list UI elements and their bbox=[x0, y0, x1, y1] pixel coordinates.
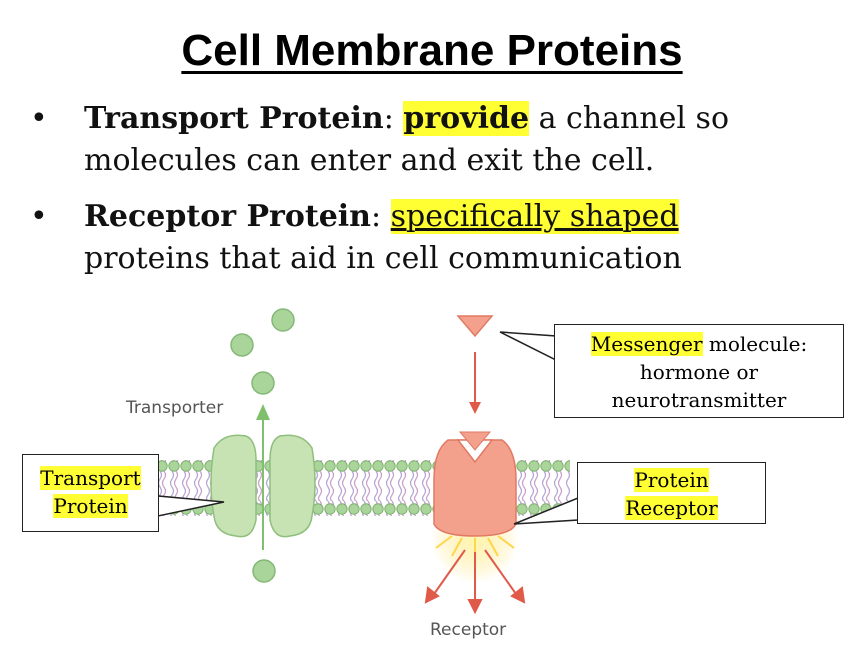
molecule bbox=[271, 308, 295, 332]
highlight-provide: provide bbox=[403, 101, 530, 136]
term-separator: : bbox=[371, 199, 382, 234]
bullet-text-line2: molecules can enter and exit the cell. bbox=[84, 143, 655, 178]
highlight-specifically-shaped: specifically shaped bbox=[390, 199, 679, 234]
molecule bbox=[251, 371, 275, 395]
highlight-messenger: Messenger bbox=[590, 332, 703, 356]
receptor-protein bbox=[424, 431, 526, 615]
term-receptor-protein: Receptor Protein bbox=[84, 199, 371, 234]
term-separator: : bbox=[383, 101, 394, 136]
bullet-dot: • bbox=[30, 199, 48, 234]
callout-text-highlight: Protein bbox=[634, 468, 709, 492]
green-molecules bbox=[230, 308, 295, 583]
bullet-transport-protein: • Transport Protein: provide a channel s… bbox=[0, 98, 864, 182]
callout-text-highlight: Transport bbox=[40, 466, 141, 490]
bullet-dot: • bbox=[30, 101, 48, 136]
bullet-receptor-protein: • Receptor Protein: specifically shaped … bbox=[0, 196, 864, 280]
label-transporter: Transporter bbox=[126, 398, 224, 418]
callout-text: neurotransmitter bbox=[611, 388, 787, 412]
callout-protein-receptor: Protein Receptor bbox=[577, 462, 766, 524]
callout-text-highlight: Protein bbox=[53, 494, 128, 518]
callout-text-highlight: Receptor bbox=[625, 496, 718, 520]
molecule bbox=[230, 333, 254, 357]
bullet-text-line2: proteins that aid in cell communication bbox=[84, 241, 682, 276]
callout-text: molecule: bbox=[702, 332, 808, 356]
messenger-molecule bbox=[456, 315, 494, 414]
callout-text: hormone or bbox=[639, 360, 759, 384]
callout-transport-protein: Transport Protein bbox=[22, 454, 159, 532]
slide-title: Cell Membrane Proteins bbox=[181, 26, 683, 75]
term-transport-protein: Transport Protein bbox=[84, 101, 384, 136]
bullet-text: a channel so bbox=[529, 101, 730, 136]
transporter-protein bbox=[210, 404, 316, 550]
bullet-list: • Transport Protein: provide a channel s… bbox=[0, 98, 864, 294]
callout-pointer-messenger bbox=[499, 331, 557, 362]
callout-messenger: Messenger molecule: hormone or neurotran… bbox=[554, 324, 844, 418]
molecule bbox=[252, 559, 276, 583]
label-receptor: Receptor bbox=[430, 620, 507, 640]
